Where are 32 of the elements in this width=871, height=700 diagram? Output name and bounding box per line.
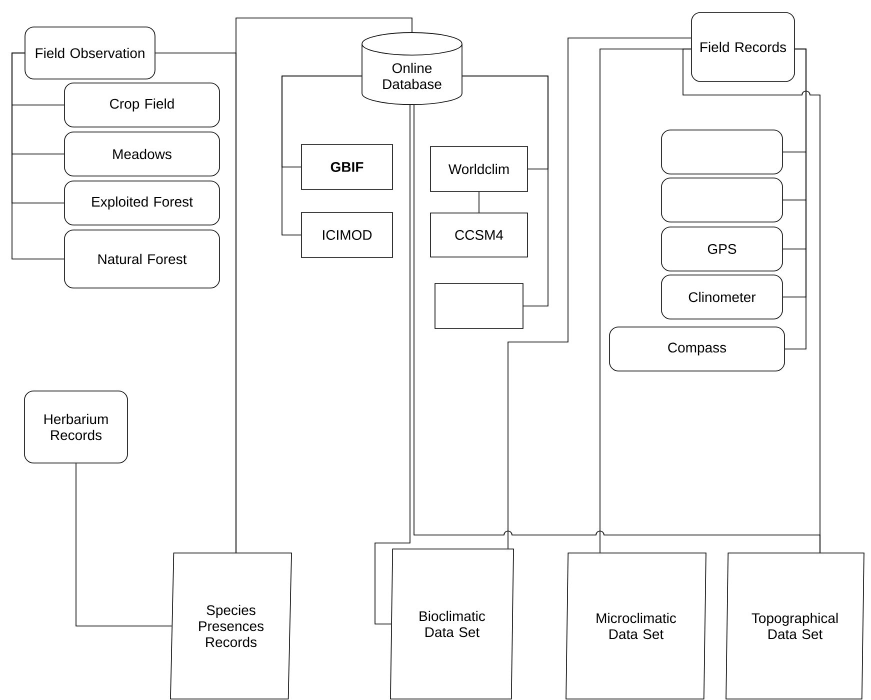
connector	[784, 48, 806, 350]
habitat-box: Natural Forest	[64, 230, 220, 288]
connector	[282, 76, 362, 236]
dataset-parallelogram: Species Presences Records	[170, 552, 292, 700]
source-box: Worldclim	[430, 146, 528, 192]
connector	[462, 76, 548, 306]
observation-box: Field Observation	[24, 26, 156, 80]
records-box: Field Records	[691, 12, 795, 82]
habitat-box: Exploited Forest	[64, 180, 220, 226]
habitat-box: Meadows	[64, 132, 220, 176]
connector	[682, 48, 820, 553]
instrument-box	[661, 130, 783, 174]
dataset-parallelogram: Microclimatic Data Set	[566, 552, 706, 700]
instrument-box: Clinometer	[661, 274, 783, 320]
source-box: ICIMOD	[301, 212, 393, 258]
connector	[374, 104, 410, 624]
database-cylinder: Online Database	[362, 32, 462, 105]
records-box: Herbarium Records	[24, 390, 128, 464]
source-box	[434, 283, 524, 329]
connector	[478, 191, 480, 213]
source-box: GBIF	[301, 144, 393, 190]
connector	[236, 18, 412, 553]
instrument-box	[661, 178, 783, 222]
dataset-parallelogram: Topographical Data Set	[726, 552, 864, 700]
source-box: CCSM4	[430, 212, 528, 258]
instrument-box: Compass	[609, 326, 785, 372]
dataset-parallelogram: Bioclimatic Data Set	[390, 548, 514, 700]
instrument-box: GPS	[661, 226, 783, 272]
connector	[508, 38, 692, 549]
habitat-box: Crop Field	[64, 82, 220, 128]
connector	[12, 52, 64, 260]
connector	[76, 462, 172, 626]
